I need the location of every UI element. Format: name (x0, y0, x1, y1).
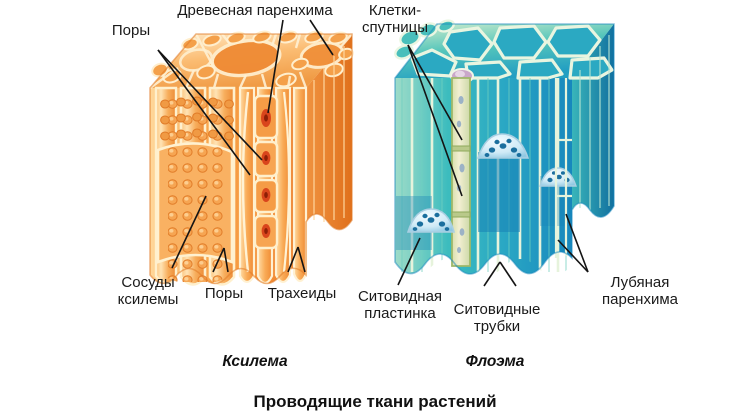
label-sieve-tubes: Ситовидные трубки (453, 301, 541, 335)
phloem-parenchyma-cells (554, 78, 572, 258)
caption-phloem: Флоэма (465, 353, 525, 370)
label-phloem-parenchyma: Лубяная паренхима (602, 274, 678, 308)
label-sieve-plate: Ситовидная пластинка (357, 288, 443, 322)
xylem-block (149, 30, 354, 286)
leader-lines (157, 19, 589, 287)
label-xylem-vessels: Сосуды ксилемы (117, 274, 179, 308)
sieve-tube-column (451, 77, 471, 267)
wood-parenchyma-cells (253, 94, 279, 250)
phloem-block (394, 19, 615, 275)
label-pory-bottom: Поры (204, 285, 244, 302)
figure-title: Проводящие ткани растений (253, 392, 497, 411)
sieve-plate-large (476, 133, 530, 159)
label-companion-cells: Клетки- спутницы (361, 2, 429, 36)
sieve-plate-left (406, 208, 456, 233)
label-wood-parenchyma: Древесная паренхима (177, 2, 333, 19)
caption-xylem: Ксилема (222, 353, 288, 370)
label-tracheids: Трахеиды (267, 285, 337, 302)
label-pory-top: Поры (111, 22, 151, 39)
